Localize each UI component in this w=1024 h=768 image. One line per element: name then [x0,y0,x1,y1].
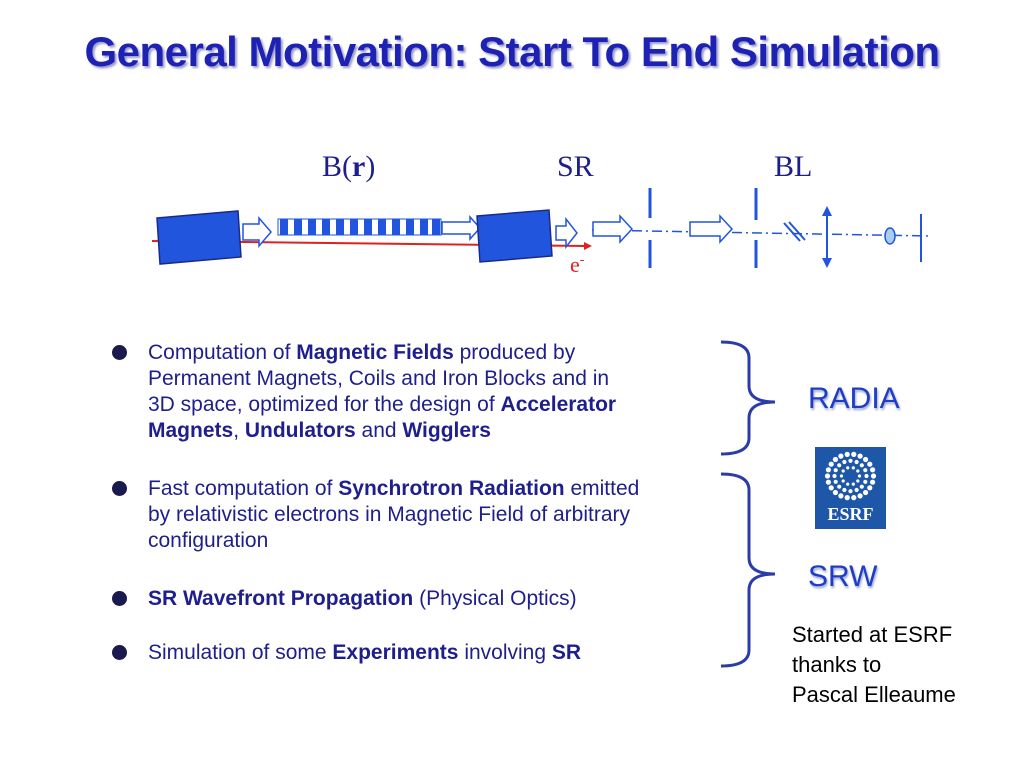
bullet-line: Magnets, Undulators and Wigglers [148,418,708,444]
sample-element [884,227,896,245]
bullet-text-run: Accelerator [500,393,617,416]
credit-line: Started at ESRF [792,622,953,647]
tool-radia: RADIA [808,382,900,415]
bullet-text-run: Permanent Magnets, Coils and Iron Blocks… [148,367,610,390]
bullet-dot-icon [112,591,127,606]
label-electron: e- [570,252,585,277]
curly-brace-icon [720,340,776,456]
bullet-text-run: Magnets [148,419,234,442]
label-magnetic-field: B(r) [322,150,376,183]
bullet-line: 3D space, optimized for the design of Ac… [148,392,708,418]
brace-group [720,340,776,668]
bullet-text-run: Fast computation of [148,477,339,500]
logo-text: ESRF [827,504,874,524]
bullet-text-run: Experiments [332,641,459,664]
arrow-right-icon [592,214,634,244]
bullet-text-run: and [355,419,403,442]
bullet-text-run: , [233,419,245,442]
beamline-diagram [151,188,931,268]
bullet-line: Permanent Magnets, Coils and Iron Blocks… [148,366,708,392]
bullet-text-run: by relativistic electrons in Magnetic Fi… [148,503,631,526]
bullet-line: Computation of Magnetic Fields produced … [148,340,708,366]
bullet-item: Computation of Magnetic Fields produced … [148,340,708,444]
bullet-text-run: produced by [453,341,576,364]
bullet-text-run: Synchrotron Radiation [338,477,565,500]
bullet-text-run: Wigglers [402,419,491,442]
credit-text: Started at ESRF thanks to Pascal Elleaum… [792,620,992,710]
bullet-text-run: Undulators [244,419,356,442]
bullet-line: Simulation of some Experiments involving… [148,640,708,666]
sr-beam-axis [591,229,931,237]
credit-line: Pascal Elleaume [792,682,956,707]
tool-srw: SRW [808,560,878,593]
bullet-text-run: (Physical Optics) [413,587,577,610]
bullet-text-run: involving [458,641,552,664]
bullet-dot-icon [112,345,127,360]
arrow-right-icon [242,215,272,249]
bullet-item: SR Wavefront Propagation (Physical Optic… [148,586,708,612]
credit-line: thanks to [792,652,882,677]
arrow-right-icon [555,216,578,250]
bullet-text-run: emitted [564,477,640,500]
bullet-text-run: SR Wavefront Propagation [148,587,414,610]
bullet-line: SR Wavefront Propagation (Physical Optic… [148,586,708,612]
arrow-right-icon [441,215,482,241]
bullet-text-run: 3D space, optimized for the design of [148,393,501,416]
bullet-text-run: Simulation of some [148,641,333,664]
label-sr: SR [557,150,594,183]
bullet-line: configuration [148,528,708,554]
bending-magnet-left [156,210,242,265]
bullet-line: by relativistic electrons in Magnetic Fi… [148,502,708,528]
bullet-text-run: configuration [148,529,269,552]
bullet-text-run: SR [551,641,582,664]
bullet-item: Simulation of some Experiments involving… [148,640,708,666]
mirror-element [783,222,801,242]
bullet-dot-icon [112,645,127,660]
slide-title: General Motivation: Start To End Simulat… [84,28,940,75]
bullet-text-run: Computation of [148,341,297,364]
undulator [277,218,442,236]
bullet-text-run: Magnetic Fields [296,341,454,364]
esrf-logo-icon: ESRF [815,447,886,529]
label-bl: BL [774,150,813,183]
arrow-right-icon [689,214,734,244]
bullet-item: Fast computation of Synchrotron Radiatio… [148,476,708,554]
bullet-dot-icon [112,481,127,496]
bullet-line: Fast computation of Synchrotron Radiatio… [148,476,708,502]
bending-magnet-right [476,209,553,263]
curly-brace-icon [720,472,776,668]
electron-beam-arrowhead [584,242,592,250]
